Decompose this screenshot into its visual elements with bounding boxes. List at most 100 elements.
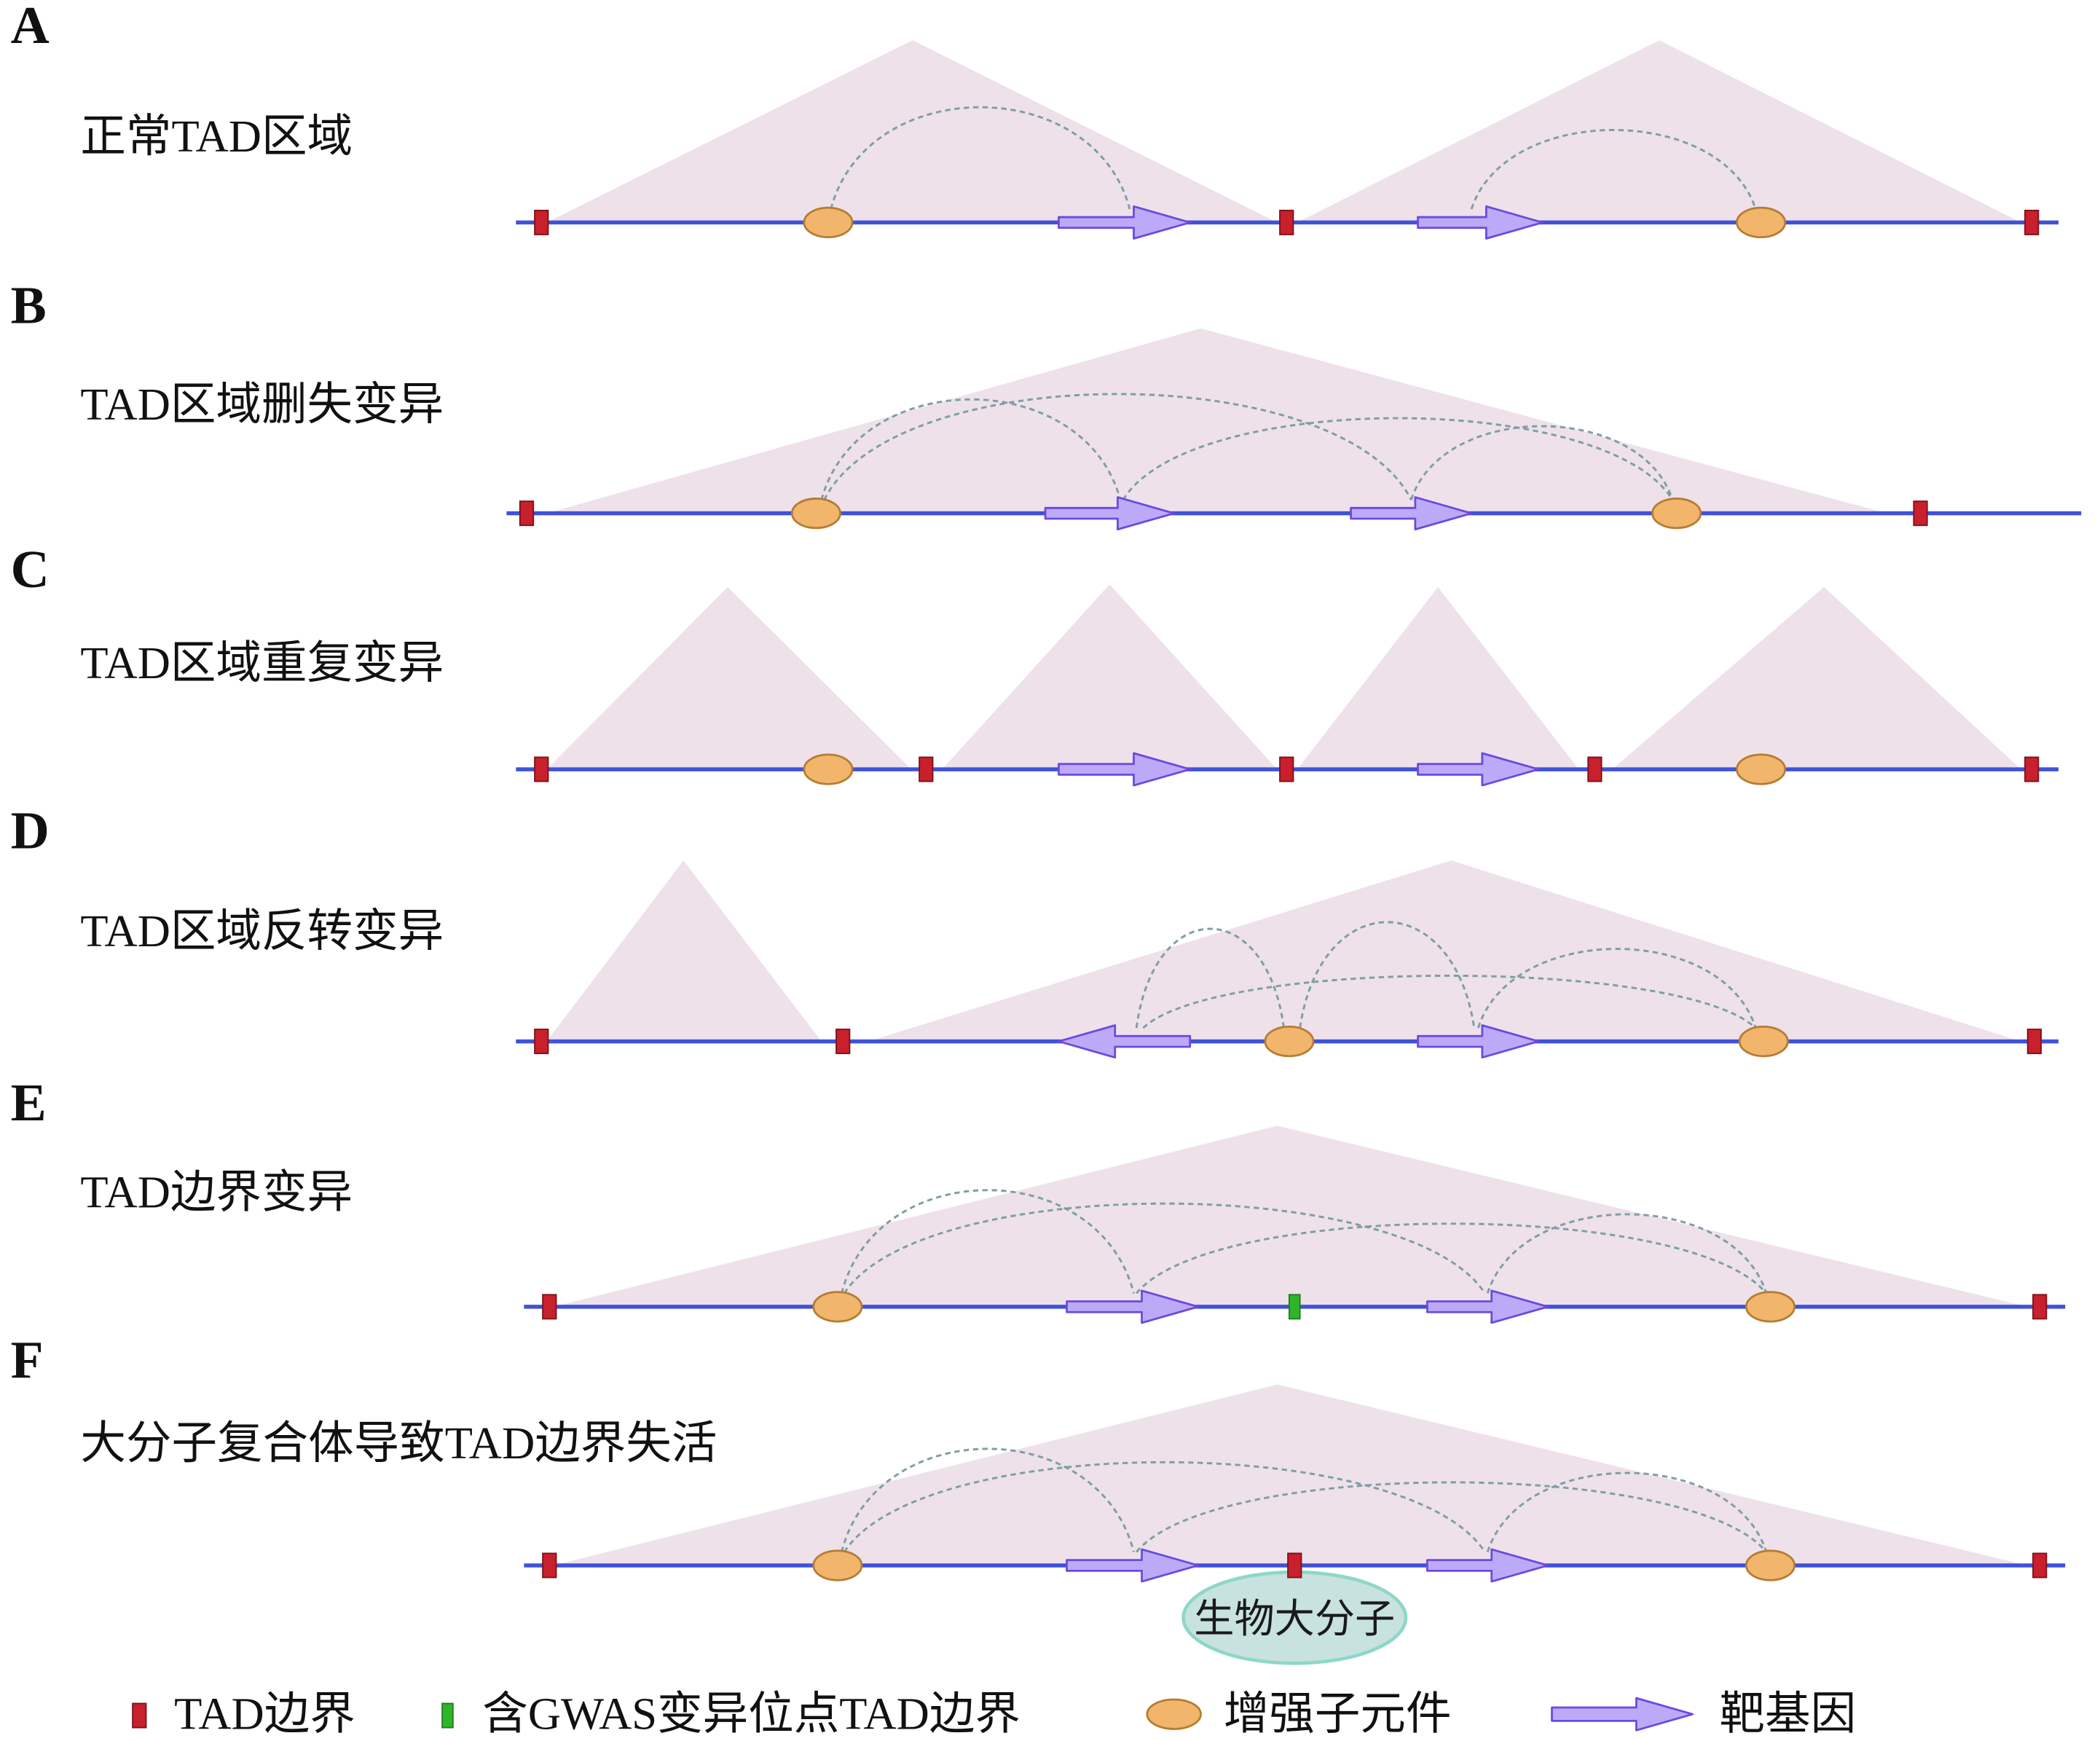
target-gene-arrow-right — [1058, 205, 1192, 240]
panel-b-title: TAD区域删失变异 — [80, 379, 444, 430]
tad-boundary-marker — [1279, 209, 1294, 235]
tad-domain-triangle — [546, 40, 1278, 223]
tad-boundary-marker — [534, 1029, 549, 1055]
enhancer-element — [1146, 1698, 1202, 1730]
tad-boundary-marker — [132, 1702, 147, 1729]
panel-a-title: 正常TAD区域 — [80, 111, 353, 162]
enhancer-gene-interaction-arc — [1486, 1213, 1768, 1294]
legend-label: 增强子元件 — [1224, 1688, 1452, 1739]
enhancer-gene-interaction-arc — [1136, 1222, 1768, 1294]
enhancer-gene-interaction-arc — [1470, 129, 1757, 210]
panel-c-track — [516, 584, 2059, 787]
panel-b: B TAD区域删失变异 — [11, 275, 2082, 531]
legend-item-enhancer: 增强子元件 — [1146, 1688, 1452, 1739]
panel-d: D TAD区域反转变异 — [11, 801, 2059, 1059]
target-gene-arrow-right — [1350, 496, 1473, 531]
tad-boundary-marker — [2032, 1552, 2048, 1579]
tad-domain-triangle — [1612, 586, 2021, 770]
panel-f-track — [524, 1384, 2066, 1665]
target-gene-arrow-right — [1417, 752, 1540, 787]
enhancer-element — [1736, 753, 1787, 785]
enhancer-element — [1651, 498, 1702, 530]
target-gene-arrow-right — [1426, 1289, 1549, 1324]
tad-domain-triangle — [1297, 40, 2021, 223]
target-gene-arrow-right — [1066, 1548, 1200, 1583]
tad-boundary-marker — [534, 209, 549, 235]
target-gene-legend-swatch — [1551, 1697, 1694, 1732]
enhancer-gene-interaction-arc — [1142, 975, 1757, 1029]
panel-a-track — [516, 40, 2059, 240]
panel-d-letter: D — [11, 801, 50, 860]
enhancer-element — [790, 498, 841, 530]
legend-item-target-gene: 靶基因 — [1551, 1688, 1857, 1739]
target-gene-arrow-right — [1066, 1289, 1200, 1324]
panel-a-letter: A — [11, 0, 50, 55]
tad-boundary-marker — [519, 500, 535, 527]
tad-domain-triangle — [868, 860, 2021, 1042]
enhancer-gene-interaction-arc — [843, 1202, 1486, 1294]
enhancer-element — [812, 1291, 863, 1323]
enhancer-element — [812, 1549, 863, 1581]
enhancer-gene-interaction-arc — [1409, 425, 1674, 500]
panel-c-letter: C — [11, 539, 50, 599]
panel-b-letter: B — [11, 275, 47, 334]
enhancer-element — [803, 753, 854, 785]
tad-boundary-marker — [1913, 500, 1928, 527]
enhancer-gene-interaction-arc — [1122, 417, 1674, 501]
legend: TAD边界 含GWAS变异位点TAD边界 增强子元件 靶基因 — [132, 1688, 1857, 1739]
macromolecule-label: 生物大分子 — [1194, 1597, 1395, 1641]
enhancer-gene-interaction-arc — [830, 106, 1131, 210]
gwas-boundary-marker — [1288, 1294, 1301, 1320]
panel-f-letter: F — [11, 1329, 44, 1389]
tad-boundary-marker — [542, 1294, 557, 1320]
enhancer-legend-swatch — [1146, 1698, 1202, 1730]
panel-c-title: TAD区域重复变异 — [80, 637, 444, 688]
enhancer-gene-interaction-arc — [840, 1189, 1135, 1294]
tad-boundary-marker — [1587, 756, 1602, 782]
tad-boundary-marker — [534, 756, 549, 782]
panel-e-letter: E — [11, 1072, 47, 1132]
gwas-boundary-legend-swatch — [441, 1702, 454, 1729]
panel-e: E TAD边界变异 — [11, 1072, 2066, 1324]
tad-boundary-marker — [2024, 209, 2040, 235]
tad-boundary-marker — [2032, 1294, 2048, 1320]
enhancer-gene-interaction-arc — [1486, 1471, 1768, 1553]
tad-boundary-marker — [919, 756, 934, 782]
legend-label: 含GWAS变异位点TAD边界 — [482, 1688, 1020, 1739]
tad-boundary-marker — [2026, 1029, 2042, 1055]
tad-boundary-marker — [542, 1552, 557, 1579]
panel-b-track — [506, 328, 2082, 531]
panel-e-title: TAD边界变异 — [80, 1167, 353, 1218]
legend-label: TAD边界 — [174, 1688, 355, 1739]
enhancer-gene-interaction-arc — [843, 1461, 1486, 1553]
legend-label: 靶基因 — [1720, 1688, 1857, 1739]
tad-domain-triangle — [546, 328, 1887, 514]
tad-domain-triangle — [942, 584, 1278, 770]
target-gene-arrow-right — [1551, 1697, 1694, 1732]
tad-domain-triangle — [553, 1125, 2028, 1307]
target-gene-arrow-left — [1058, 1024, 1192, 1059]
enhancer-gene-interaction-arc — [820, 398, 1122, 500]
tad-domain-triangle — [553, 1384, 2028, 1565]
enhancer-gene-interaction-arc — [1299, 921, 1476, 1029]
target-gene-arrow-right — [1058, 752, 1192, 787]
tad-domain-triangle — [546, 586, 912, 770]
panel-a: A 正常TAD区域 — [11, 0, 2059, 240]
legend-item-tad-boundary: TAD边界 — [132, 1688, 355, 1739]
panel-d-title: TAD区域反转变异 — [80, 905, 444, 956]
enhancer-element — [1736, 206, 1787, 239]
gwas-boundary-marker — [441, 1702, 454, 1729]
tad-boundary-marker — [1287, 1552, 1302, 1579]
target-gene-arrow-right — [1044, 496, 1176, 531]
tad-boundary-marker — [835, 1029, 851, 1055]
tad-domain-triangle — [1297, 586, 1579, 770]
panel-f: F 大分子复合体导致TAD边界失活 生物大分子 — [11, 1329, 2066, 1665]
tad-domain-triangle — [546, 860, 822, 1042]
target-gene-arrow-right — [1426, 1548, 1549, 1583]
enhancer-gene-interaction-arc — [823, 393, 1412, 500]
enhancer-element — [803, 206, 854, 239]
tad-boundary-legend-swatch — [132, 1702, 147, 1729]
enhancer-gene-interaction-arc — [1135, 927, 1286, 1029]
enhancer-gene-interaction-arc — [840, 1447, 1135, 1552]
tad-boundary-marker — [1279, 756, 1294, 782]
